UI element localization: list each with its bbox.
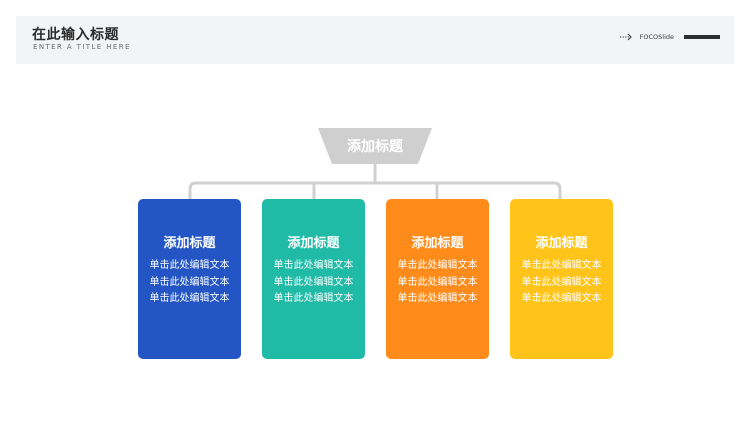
brand-name: FOCOSlide xyxy=(639,33,674,41)
brand-bar xyxy=(684,35,720,39)
root-node-shape xyxy=(318,128,432,164)
header-bar: 在此输入标题 ENTER A TITLE HERE FOCOSlide xyxy=(16,16,734,64)
card-title[interactable]: 添加标题 xyxy=(163,236,216,251)
card-4[interactable]: 添加标题 单击此处编辑文本单击此处编辑文本单击此处编辑文本 xyxy=(510,199,613,359)
card-3[interactable]: 添加标题 单击此处编辑文本单击此处编辑文本单击此处编辑文本 xyxy=(386,199,489,359)
page-title[interactable]: 在此输入标题 xyxy=(32,27,119,43)
page-subtitle[interactable]: ENTER A TITLE HERE xyxy=(33,43,131,51)
card-text[interactable]: 单击此处编辑文本单击此处编辑文本单击此处编辑文本 xyxy=(149,260,230,304)
branch-bus xyxy=(188,181,562,199)
card-text[interactable]: 单击此处编辑文本单击此处编辑文本单击此处编辑文本 xyxy=(521,260,602,304)
root-node-label[interactable]: 添加标题 xyxy=(347,139,403,155)
brand: FOCOSlide xyxy=(619,33,720,41)
card-text[interactable]: 单击此处编辑文本单击此处编辑文本单击此处编辑文本 xyxy=(397,260,478,304)
card-1[interactable]: 添加标题 单击此处编辑文本单击此处编辑文本单击此处编辑文本 xyxy=(138,199,241,359)
card-title[interactable]: 添加标题 xyxy=(535,236,588,251)
card-title[interactable]: 添加标题 xyxy=(411,236,464,251)
card-text[interactable]: 单击此处编辑文本单击此处编辑文本单击此处编辑文本 xyxy=(273,260,354,304)
dotted-arrow-icon xyxy=(619,33,632,41)
card-title[interactable]: 添加标题 xyxy=(287,236,340,251)
card-2[interactable]: 添加标题 单击此处编辑文本单击此处编辑文本单击此处编辑文本 xyxy=(262,199,365,359)
